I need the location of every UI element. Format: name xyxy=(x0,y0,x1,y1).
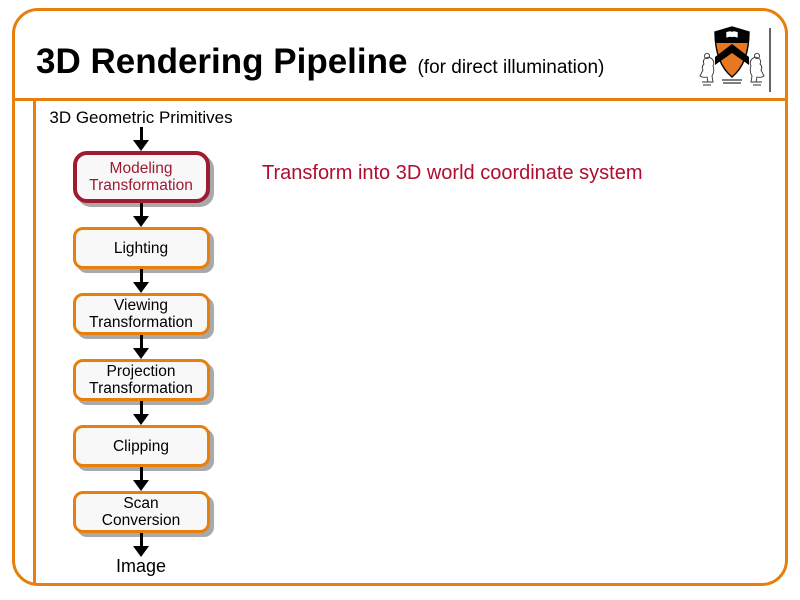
slide-header: 3D Rendering Pipeline (for direct illumi… xyxy=(36,42,604,82)
left-margin-line xyxy=(33,100,36,585)
slide-title: 3D Rendering Pipeline xyxy=(36,42,408,81)
princeton-shield-icon xyxy=(696,22,776,100)
stage-box-viewing-transformation: Viewing Transformation xyxy=(72,293,210,335)
slide-border xyxy=(12,8,788,586)
stage-box-lighting: Lighting xyxy=(72,227,210,269)
flow-arrow-down-icon xyxy=(133,269,149,293)
pipeline-input-label: 3D Geometric Primitives xyxy=(49,108,233,127)
stage-box-scan-conversion: Scan Conversion xyxy=(72,491,210,533)
flow-arrow-down-icon xyxy=(133,203,149,227)
flow-arrow-down-icon xyxy=(133,127,149,151)
stage-box-modeling-transformation: Modeling Transformation xyxy=(72,151,210,203)
flow-arrow-down-icon xyxy=(133,467,149,491)
stage-annotation-text: Transform into 3D world coordinate syste… xyxy=(262,162,643,184)
flow-arrow-down-icon xyxy=(133,401,149,425)
flow-arrow-down-icon xyxy=(133,335,149,359)
slide-subtitle: (for direct illumination) xyxy=(417,57,605,78)
pipeline-flowchart: 3D Geometric Primitives Modeling Transfo… xyxy=(35,108,247,576)
title-separator-line xyxy=(12,98,788,101)
flow-arrow-down-icon xyxy=(133,533,149,557)
stage-box-clipping: Clipping xyxy=(72,425,210,467)
pipeline-output-label: Image xyxy=(115,556,167,576)
stage-box-projection-transformation: Projection Transformation xyxy=(72,359,210,401)
